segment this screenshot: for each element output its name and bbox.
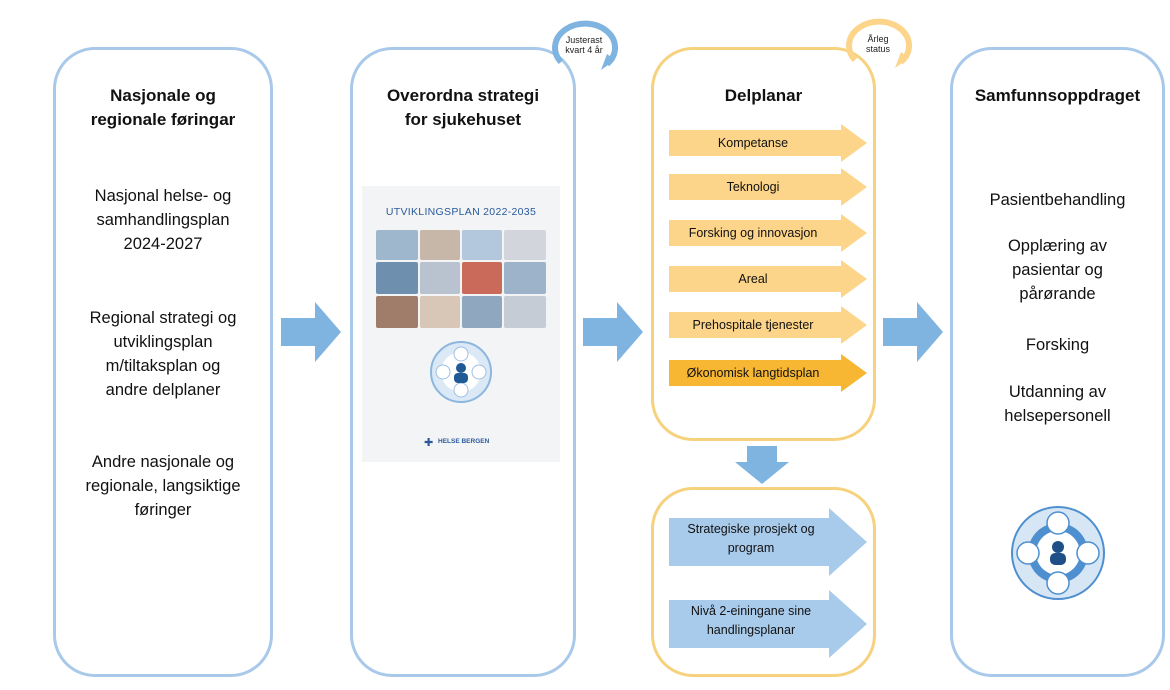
flow-arrow-2	[583, 302, 643, 362]
national-panel-title: Nasjonale og regionale føringar	[90, 86, 236, 129]
cover-photo	[504, 230, 546, 260]
flow-arrow-3	[883, 302, 943, 362]
plan-arrow-teknologi: Teknologi	[669, 168, 869, 206]
plan-label: Forsking og innovasjon	[688, 226, 818, 240]
society-panel-title: Samfunnsoppdraget	[974, 86, 1141, 105]
cover-photo	[420, 296, 460, 328]
national-item-1: Nasjonal helse- og samhandlingsplan 2024…	[94, 187, 232, 253]
plan-arrow-kompetanse: Kompetanse	[669, 124, 869, 162]
subplans-panel-title: Delplanar	[724, 86, 803, 105]
development-plan-cover: UTVIKLINGSPLAN 2022-2035 ✚ HELSE BERGEN	[362, 186, 560, 462]
cycle-icon	[846, 18, 913, 68]
national-item-2: Regional strategi og utviklingsplan m/ti…	[89, 309, 237, 399]
project-label: Nivå 2-einingane sine handlingsplanar	[690, 604, 812, 637]
hospital-logo-text: HELSE BERGEN	[438, 438, 490, 445]
cover-photo	[462, 230, 502, 260]
hospital-logo: ✚ HELSE BERGEN	[424, 436, 504, 450]
cover-photo	[420, 262, 460, 294]
national-guidelines-panel: Nasjonale og regionale føringar Nasjonal…	[53, 47, 273, 677]
cover-photo	[376, 296, 418, 328]
plan-label: Teknologi	[726, 180, 780, 194]
cover-title: UTVIKLINGSPLAN 2022-2035	[385, 206, 537, 218]
plan-arrow-forsking: Forsking og innovasjon	[669, 214, 869, 252]
society-item-3: Forsking	[1025, 336, 1090, 354]
cycle-icon	[552, 20, 619, 70]
patient-focus-emblem	[430, 341, 492, 403]
cover-photo	[504, 262, 546, 294]
project-label: Strategiske prosjekt og program	[687, 522, 815, 555]
cover-photo	[420, 230, 460, 260]
society-item-4: Utdanning av helsepersonell	[1004, 383, 1111, 425]
flow-arrow-1	[281, 302, 341, 362]
national-item-3: Andre nasjonale og regionale, langsiktig…	[85, 453, 241, 519]
plan-label: Kompetanse	[717, 136, 789, 150]
cover-photo	[504, 296, 546, 328]
flow-arrow-down	[735, 446, 789, 484]
plus-logo-icon: ✚	[424, 437, 434, 449]
plan-label: Prehospitale tjenester	[692, 318, 814, 332]
cover-photo	[376, 262, 418, 294]
society-item-2: Opplæring av pasientar og pårørande	[1007, 237, 1108, 303]
subplans-cycle-label: Årleg status	[865, 34, 890, 54]
society-item-1: Pasientbehandling	[989, 191, 1126, 209]
society-mission-panel: Samfunnsoppdraget Pasientbehandling Oppl…	[950, 47, 1165, 677]
strategy-panel-title: Overordna strategi for sjukehuset	[386, 86, 540, 129]
plan-arrow-areal: Areal	[669, 260, 869, 298]
cover-photo	[376, 230, 418, 260]
strategy-cycle-label: Justerast kvart 4 år	[565, 35, 603, 55]
cover-photo	[462, 296, 502, 328]
cover-photo	[462, 262, 502, 294]
project-arrow-strategic: Strategiske prosjekt og program	[669, 508, 869, 576]
plan-arrow-okonomisk: Økonomisk langtidsplan	[669, 354, 869, 392]
cover-photo-grid	[376, 230, 546, 328]
project-arrow-unit-plans: Nivå 2-einingane sine handlingsplanar	[669, 590, 869, 658]
plan-arrow-prehospitale: Prehospitale tjenester	[669, 306, 869, 344]
plan-label: Areal	[738, 272, 768, 286]
plan-label: Økonomisk langtidsplan	[686, 366, 820, 380]
patient-focus-emblem	[1011, 506, 1105, 600]
